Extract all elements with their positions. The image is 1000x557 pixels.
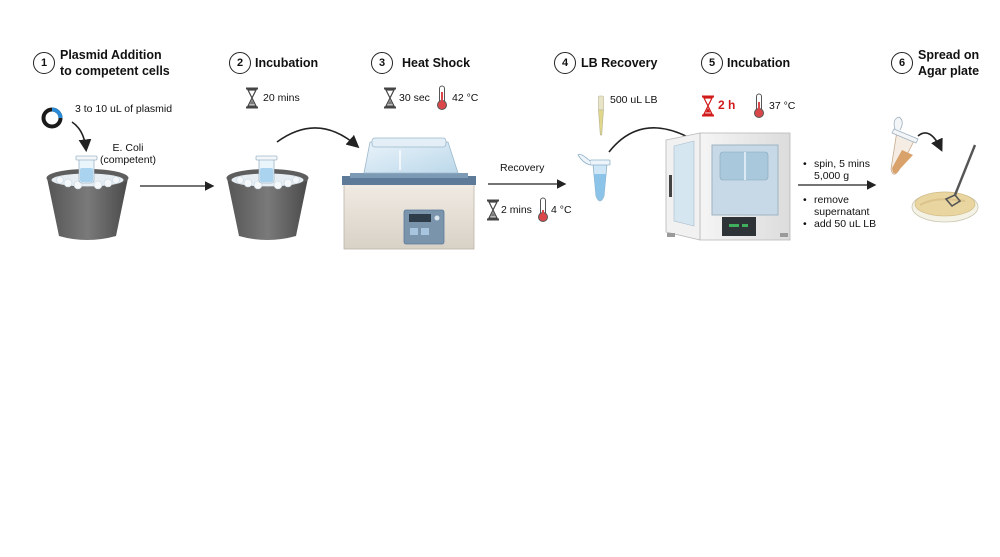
recovery-label: Recovery (500, 162, 545, 174)
plasmid-icon (41, 107, 63, 129)
thermometer-icon (437, 85, 447, 110)
recovery-temp: 4 °C (551, 204, 572, 216)
step-5-number: 5 (701, 52, 723, 74)
agar-plate-icon (911, 144, 979, 223)
hourglass-icon (487, 199, 499, 221)
arrow-2-3 (276, 127, 360, 149)
step-1-number: 1 (33, 52, 55, 74)
step-6-number: 6 (891, 52, 913, 74)
post-incubation-steps: spin, 5 mins 5,000 g remove supernatant … (803, 158, 883, 230)
step-3-temp: 42 °C (452, 92, 479, 104)
spread-arrow (917, 132, 943, 152)
plasmid-volume-label: 3 to 10 uL of plasmid (75, 103, 173, 115)
step-3-number: 3 (371, 52, 393, 74)
list-item: remove supernatant (803, 194, 883, 218)
lb-volume-label: 500 uL LB (610, 94, 658, 106)
step-2-number: 2 (229, 52, 251, 74)
hourglass-icon (384, 87, 396, 109)
ecoli-label-line2: (competent) (100, 154, 157, 166)
step-3-title: Heat Shock (402, 56, 471, 70)
step-6-title-line2: Agar plate (918, 64, 980, 78)
pipette-icon (598, 95, 604, 136)
step-3-time: 30 sec (399, 92, 430, 104)
step-5-temp: 37 °C (769, 100, 796, 112)
step-2-title: Incubation (255, 56, 319, 70)
water-bath-icon (342, 137, 476, 250)
list-item: spin, 5 mins 5,000 g (803, 158, 883, 182)
ice-bucket-icon (46, 155, 129, 240)
step-6-title: Spread on Agar plate (918, 47, 979, 79)
step-5-time: 2 h (718, 98, 736, 112)
microtube-icon (577, 153, 611, 202)
thermometer-icon (538, 197, 548, 222)
step-4-number: 4 (554, 52, 576, 74)
step-4-title: LB Recovery (581, 56, 658, 70)
list-item: add 50 uL LB (803, 218, 883, 230)
step-6-title-line1: Spread on (918, 48, 980, 62)
hourglass-icon (702, 95, 714, 117)
microtube-icon (890, 116, 919, 175)
incubator-icon (665, 132, 791, 241)
recovery-time: 2 mins (501, 204, 532, 216)
step-1-title-line2: to competent cells (60, 64, 170, 78)
step-1-title-line1: Plasmid Addition (60, 48, 162, 62)
ecoli-label: E. Coli (competent) (100, 142, 156, 166)
step-2-time: 20 mins (263, 92, 300, 104)
step-1-title: Plasmid Addition to competent cells (60, 47, 170, 79)
thermometer-icon (754, 93, 764, 118)
hourglass-icon (246, 87, 258, 109)
plasmid-arrow (71, 121, 92, 153)
step-5-title: Incubation (727, 56, 791, 70)
ice-bucket-icon (226, 155, 309, 240)
ecoli-label-line1: E. Coli (112, 142, 144, 154)
